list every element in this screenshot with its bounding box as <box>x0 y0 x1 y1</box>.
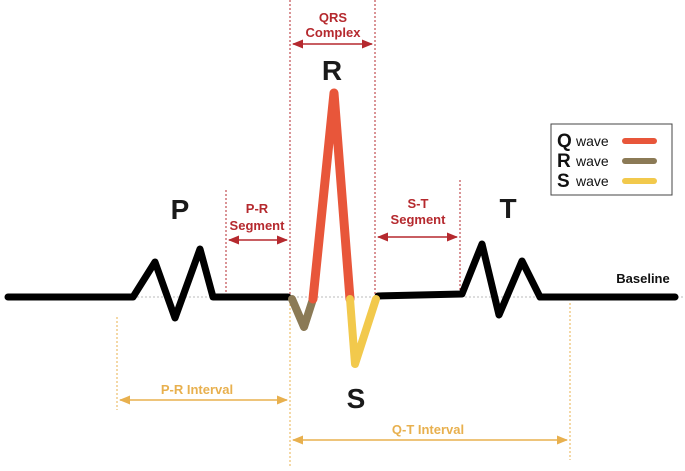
pr-interval-label: P-R Interval <box>161 382 233 397</box>
legend-key-r: R <box>557 151 571 172</box>
s-wave-label: S <box>347 383 366 414</box>
q-wave-trace <box>288 295 317 331</box>
pr-segment-label-line2: Segment <box>230 218 286 233</box>
r-wave-trace <box>308 88 355 304</box>
ecg-trace-t-wave <box>374 240 679 319</box>
st-segment-label-line1: S-T <box>408 196 429 211</box>
legend-word-s: wave <box>575 173 609 189</box>
legend: Q wave R wave S wave <box>550 123 673 196</box>
qt-interval-label: Q-T Interval <box>392 422 464 437</box>
p-wave-label: P <box>171 194 190 225</box>
r-wave-label: R <box>322 55 342 86</box>
qrs-complex-label-line2: Complex <box>306 25 362 40</box>
s-wave-trace <box>346 295 380 368</box>
pr-segment-label-line1: P-R <box>246 201 269 216</box>
ecg-trace-p-wave <box>4 245 292 322</box>
qrs-complex-label-line1: QRS <box>319 10 348 25</box>
st-segment-label-line2: Segment <box>391 212 447 227</box>
legend-key-q: Q <box>557 131 572 152</box>
baseline-label: Baseline <box>616 271 669 286</box>
legend-key-s: S <box>557 171 570 192</box>
legend-word-q: wave <box>575 133 609 149</box>
legend-word-r: wave <box>575 153 609 169</box>
t-wave-label: T <box>499 193 516 224</box>
